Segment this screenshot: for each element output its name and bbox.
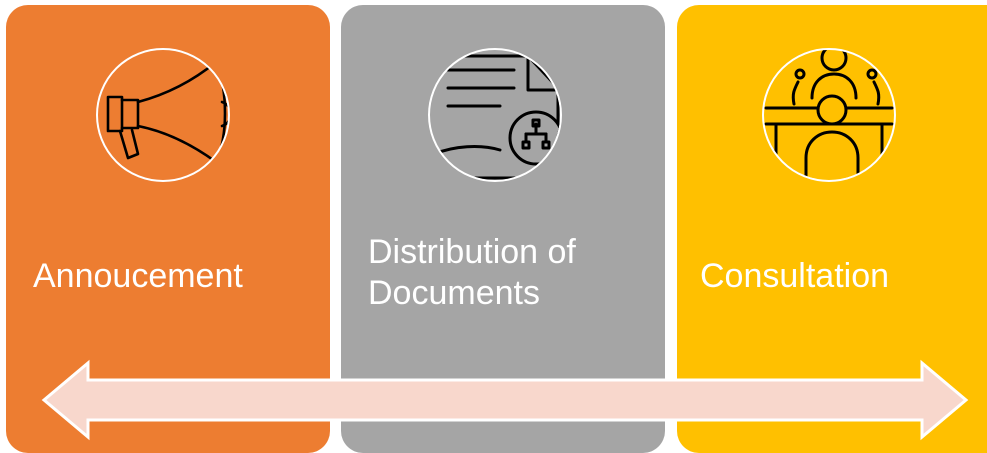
step-label-consultation: Consultation [700, 257, 890, 295]
meeting-people-icon [762, 48, 896, 182]
step-label-announcement: Annoucement [33, 257, 243, 295]
megaphone-icon [96, 48, 230, 182]
document-share-icon [428, 48, 562, 182]
